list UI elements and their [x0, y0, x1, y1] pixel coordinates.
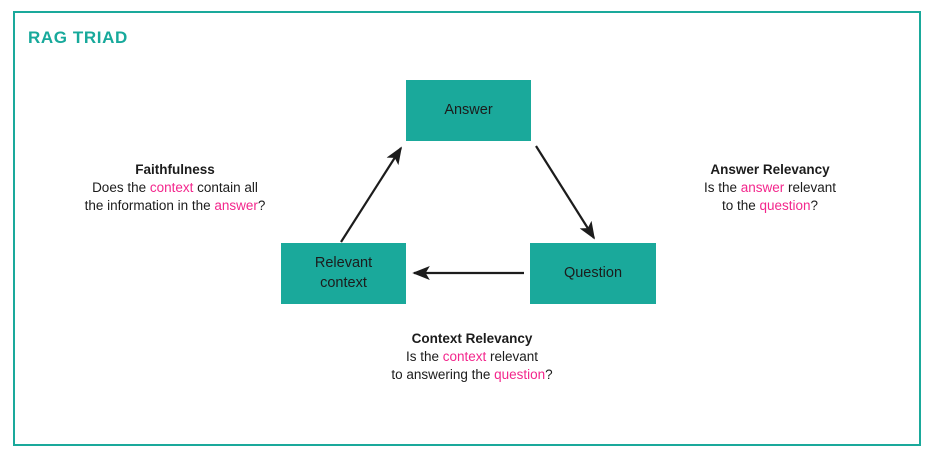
text-segment: contain all [193, 180, 258, 196]
caption-context-relevancy: Context Relevancy Is the context relevan… [352, 330, 592, 383]
text-segment: ? [810, 197, 819, 213]
text-segment: the information in the [84, 197, 215, 213]
caption-faithfulness-line1: Does the context contain all [50, 179, 300, 196]
highlight-answer: answer [214, 197, 258, 213]
card-border [13, 11, 921, 446]
text-segment: ? [257, 197, 266, 213]
highlight-context: context [149, 180, 194, 196]
text-segment: ? [545, 366, 553, 382]
highlight-context: context [442, 349, 487, 365]
caption-faithfulness: Faithfulness Does the context contain al… [50, 161, 300, 214]
text-segment: Is the [703, 180, 741, 196]
caption-faithfulness-title: Faithfulness [135, 162, 215, 177]
text-segment: to answering the [391, 366, 495, 382]
text-segment: relevant [486, 349, 539, 365]
caption-faithfulness-line2: the information in the answer? [50, 197, 300, 214]
caption-answer-relevancy-line2: to the question? [672, 197, 868, 214]
node-answer-label: Answer [444, 101, 493, 118]
page-title: RAG TRIAD [28, 28, 128, 47]
text-segment: relevant [784, 180, 837, 196]
caption-context-relevancy-line2: to answering the question? [352, 366, 592, 383]
node-question-label: Question [563, 264, 623, 281]
text-segment: to the [721, 197, 760, 213]
highlight-answer: answer [740, 180, 785, 196]
highlight-question: question [494, 366, 546, 382]
node-answer[interactable]: Answer [406, 80, 531, 141]
caption-context-relevancy-title: Context Relevancy [411, 331, 533, 346]
text-segment: Is the [405, 349, 443, 365]
node-relevant-context-label: Relevant context [315, 254, 372, 293]
caption-answer-relevancy: Answer Relevancy Is the answer relevant … [672, 161, 868, 214]
highlight-question: question [759, 197, 811, 213]
node-question[interactable]: Question [530, 243, 656, 304]
node-relevant-context[interactable]: Relevant context [281, 243, 406, 304]
text-segment: Does the [92, 180, 150, 196]
node-context-label-line1: Relevant [314, 254, 373, 271]
caption-answer-relevancy-line1: Is the answer relevant [672, 179, 868, 196]
caption-context-relevancy-line1: Is the context relevant [352, 348, 592, 365]
caption-answer-relevancy-title: Answer Relevancy [710, 162, 830, 177]
node-context-label-line2: context [320, 274, 367, 291]
